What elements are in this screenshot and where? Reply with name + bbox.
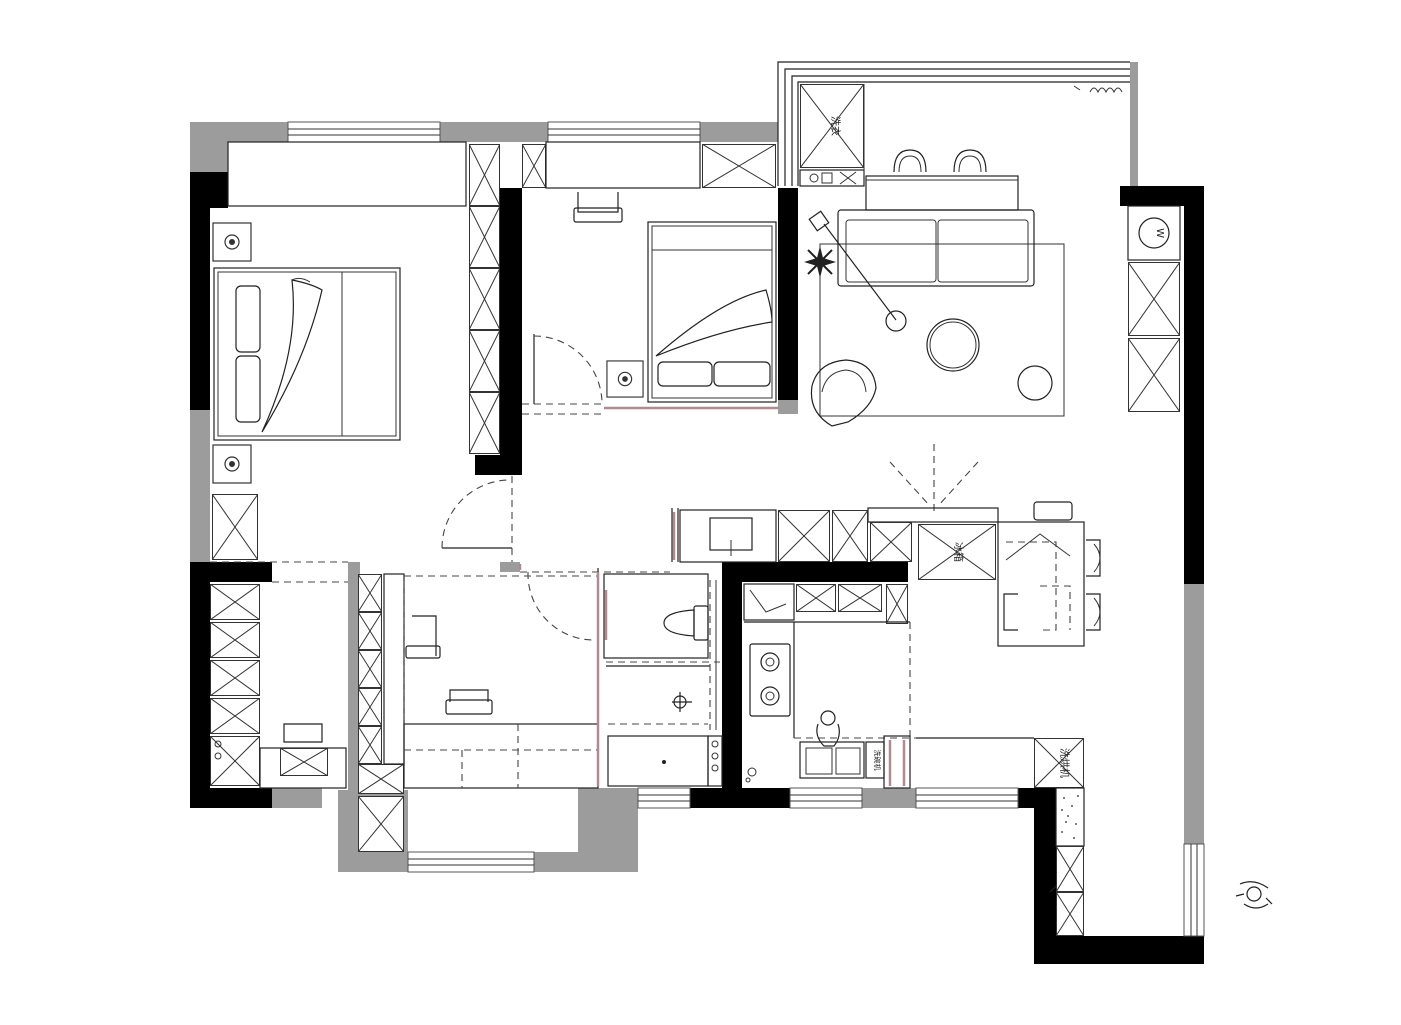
wardrobe-study bbox=[358, 574, 404, 852]
washer-dryer-label: 洗烘机 bbox=[1058, 748, 1071, 778]
nightstand bbox=[212, 444, 252, 484]
desk-chair bbox=[573, 192, 623, 223]
toilet-icon bbox=[663, 605, 709, 641]
shower-icon bbox=[672, 692, 692, 712]
dishwasher: 洗碗机 bbox=[865, 741, 885, 779]
kitchen: 洗碗机 bbox=[743, 583, 916, 789]
door-study bbox=[520, 568, 670, 641]
fridge-label: 冰箱 bbox=[952, 542, 965, 562]
dining-area: 冰箱 bbox=[867, 444, 1101, 647]
light-rays bbox=[889, 444, 979, 512]
walls bbox=[190, 62, 1204, 964]
chair-icon bbox=[405, 615, 441, 659]
living-room bbox=[804, 209, 1065, 427]
bedroom-second bbox=[522, 141, 778, 415]
cook-figure-icon bbox=[816, 710, 840, 747]
entry-person-icon bbox=[1235, 881, 1273, 909]
plant-icon bbox=[804, 246, 836, 278]
nightstand bbox=[212, 222, 252, 262]
washing-machine-mark: W bbox=[1154, 228, 1165, 238]
tall-cabinets-right: W bbox=[1127, 205, 1181, 412]
door-bedroom-2 bbox=[522, 334, 604, 415]
stove-icon bbox=[749, 643, 791, 717]
side-table bbox=[1017, 365, 1053, 401]
walk-in-closet bbox=[210, 584, 347, 789]
balcony: 洗衣 bbox=[799, 84, 1019, 211]
washer-unit: 洗衣 bbox=[800, 84, 864, 168]
double-bed bbox=[647, 221, 777, 403]
double-bed bbox=[213, 267, 401, 441]
fridge: 冰箱 bbox=[918, 524, 996, 580]
windows bbox=[287, 61, 1205, 937]
coffee-table bbox=[926, 318, 980, 372]
corridor-cabinets bbox=[671, 508, 912, 563]
nightstand bbox=[606, 360, 644, 398]
floor-lamp bbox=[808, 210, 907, 332]
wardrobe-bedroom-1 bbox=[469, 144, 500, 454]
bar-stools bbox=[893, 149, 987, 173]
dishwasher-label: 洗碗机 bbox=[873, 750, 882, 771]
washer-dryer: 洗烘机 bbox=[1034, 738, 1084, 788]
dining-chairs bbox=[1003, 501, 1101, 631]
bathroom bbox=[596, 572, 723, 787]
cabinet bbox=[212, 494, 258, 560]
thresholds bbox=[518, 512, 676, 570]
chair-icon bbox=[445, 689, 493, 715]
shelf bbox=[707, 735, 723, 787]
dining-table bbox=[997, 521, 1085, 647]
bedroom-master bbox=[210, 141, 513, 583]
entrance: 洗烘机 bbox=[916, 737, 1273, 936]
shoe-cabinet bbox=[1049, 787, 1085, 936]
sofa bbox=[837, 209, 1035, 287]
washer-label: 洗衣 bbox=[829, 116, 842, 136]
door-bedroom-1 bbox=[441, 476, 513, 562]
rug bbox=[819, 243, 1065, 417]
study-room bbox=[358, 568, 670, 852]
armchair bbox=[810, 359, 877, 427]
